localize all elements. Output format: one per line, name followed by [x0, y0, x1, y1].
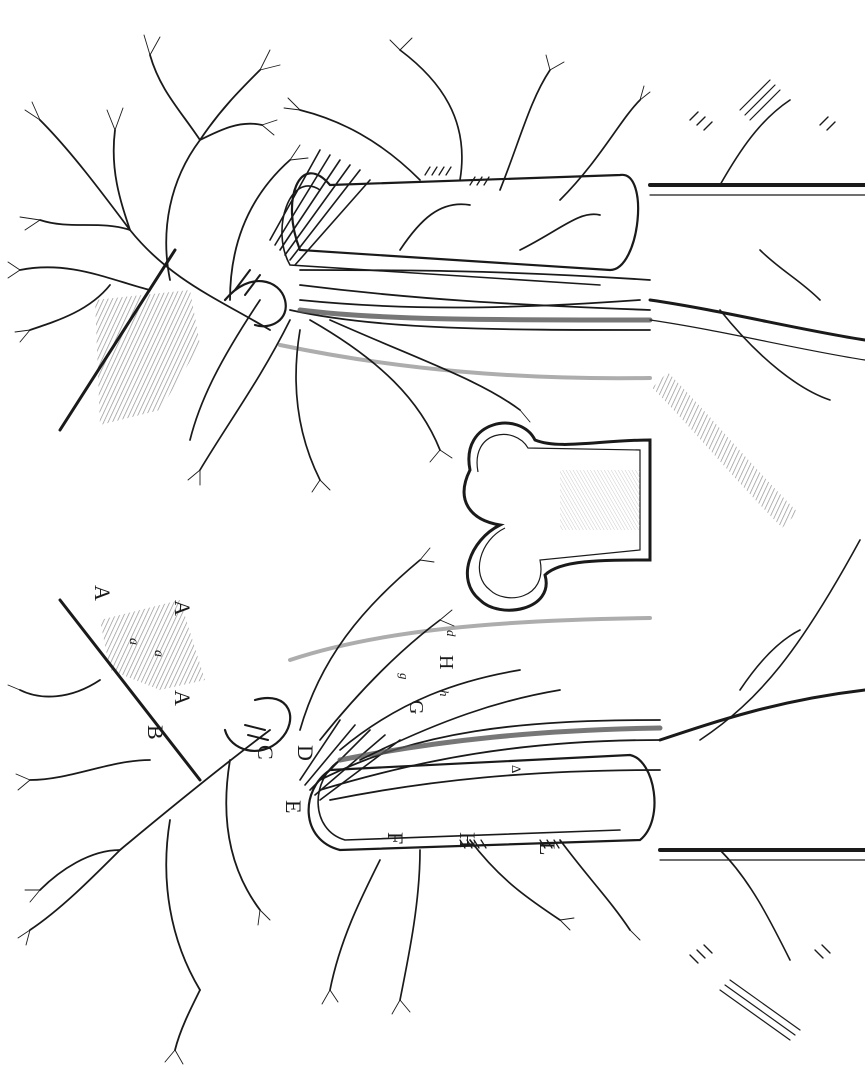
right-hatched-band	[660, 380, 790, 520]
label-h: h	[437, 690, 452, 697]
upper-figure	[8, 35, 650, 492]
right-fan-top	[740, 80, 780, 120]
lower-figure	[8, 548, 660, 1064]
upper-nerve-fan	[270, 150, 370, 265]
label-A-top: A	[90, 585, 115, 601]
lower-upper-twigs	[420, 548, 454, 626]
label-g: g	[397, 673, 412, 680]
label-E: E	[281, 800, 306, 813]
label-a-1: a	[126, 638, 141, 645]
lower-right-twigs	[322, 918, 640, 1014]
lower-long-nerves	[320, 720, 660, 800]
upper-thick-band	[300, 310, 650, 320]
right-branches	[700, 100, 860, 960]
right-tufts	[690, 112, 835, 963]
label-D: D	[293, 745, 318, 761]
right-lower-nerve	[660, 690, 865, 740]
right-middle-nerve	[650, 300, 865, 340]
upper-faint-band	[280, 345, 650, 378]
label-F: F	[383, 832, 408, 844]
lower-hook	[225, 698, 290, 751]
right-edge-figure	[650, 80, 865, 1040]
label-A-low: A	[170, 690, 195, 706]
lower-upper-branches	[300, 560, 560, 760]
label-L: L	[535, 842, 560, 855]
label-B: B	[143, 725, 168, 740]
middle-organ-loop	[464, 423, 650, 610]
label-a-2: a	[151, 650, 166, 657]
label-C: C	[253, 745, 278, 760]
upper-right-branches	[300, 50, 640, 250]
label-A-mid: A	[170, 600, 195, 616]
upper-hook	[225, 281, 286, 326]
upper-muscle-shading	[95, 290, 200, 425]
upper-right-twigs	[284, 38, 650, 110]
upper-oval-loop	[292, 173, 638, 270]
label-triangle: Δ	[509, 765, 524, 773]
lower-right-branches	[330, 840, 630, 1000]
label-d: d	[444, 630, 459, 637]
label-H-upper: H	[435, 655, 457, 669]
label-H-lower: H	[455, 832, 480, 848]
right-fan-bottom	[720, 980, 800, 1040]
middle-shading	[560, 470, 640, 530]
label-G: G	[405, 700, 427, 714]
